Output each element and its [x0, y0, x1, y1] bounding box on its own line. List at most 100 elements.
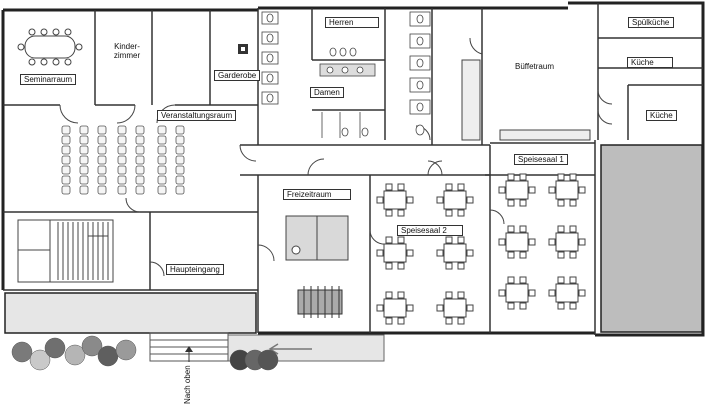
chair: [61, 175, 71, 185]
dining-chair: [457, 236, 465, 244]
chair: [97, 165, 107, 175]
chair: [135, 185, 145, 195]
dining-chair: [385, 317, 393, 325]
plant: [11, 341, 33, 363]
chair: [97, 185, 107, 195]
dining-table: [555, 180, 579, 200]
dining-table: [505, 180, 529, 200]
table-tennis: [285, 215, 349, 261]
label-bueffetraum: Büffetraum: [515, 62, 554, 71]
dining-chair: [569, 302, 577, 310]
label-nach-oben: Nach oben: [183, 365, 192, 404]
dining-chair: [436, 249, 444, 257]
dining-chair: [457, 317, 465, 325]
chair: [79, 175, 89, 185]
chair: [157, 145, 167, 155]
chair: [117, 135, 127, 145]
chair: [97, 175, 107, 185]
dining-chair: [376, 196, 384, 204]
chair: [135, 175, 145, 185]
label-kinderzimmer-line1: Kinder-: [114, 42, 140, 51]
label-herren: Herren: [325, 17, 379, 28]
chair: [117, 145, 127, 155]
label-haupteingang: Haupteingang: [166, 264, 224, 275]
chair: [61, 125, 71, 135]
doors: [59, 37, 613, 277]
chair: [97, 155, 107, 165]
chair: [135, 145, 145, 155]
chair: [97, 145, 107, 155]
dining-chair: [569, 173, 577, 181]
dining-chair: [406, 249, 414, 257]
dining-chair: [466, 196, 474, 204]
dining-table: [443, 243, 467, 263]
dining-chair: [569, 199, 577, 207]
dining-chair: [507, 251, 515, 259]
dining-chair: [569, 276, 577, 284]
label-freizeitraum: Freizeitraum: [283, 189, 351, 200]
dining-chair: [397, 236, 405, 244]
garderobe-icon-inner: [241, 47, 245, 51]
dining-chair: [445, 262, 453, 270]
interior-walls: [3, 3, 703, 335]
plant: [97, 345, 119, 367]
chair: [61, 145, 71, 155]
dining-chair: [528, 186, 536, 194]
chair: [157, 165, 167, 175]
dining-table: [383, 190, 407, 210]
dining-chair: [557, 251, 565, 259]
dining-chair: [557, 199, 565, 207]
chair: [157, 175, 167, 185]
chair: [157, 135, 167, 145]
dining-chair: [528, 238, 536, 246]
dining-chair: [507, 225, 515, 233]
chair: [79, 125, 89, 135]
dining-table: [555, 283, 579, 303]
dining-chair: [466, 304, 474, 312]
dining-chair: [466, 249, 474, 257]
dining-tables: [376, 173, 586, 325]
label-spuelkueche: Spülküche: [628, 17, 674, 28]
dining-chair: [406, 304, 414, 312]
dining-chair: [385, 209, 393, 217]
chair: [117, 175, 127, 185]
chair: [117, 165, 127, 175]
toilets: [261, 11, 431, 138]
chair: [79, 135, 89, 145]
chair: [61, 185, 71, 195]
dining-chair: [445, 183, 453, 191]
dining-chair: [548, 238, 556, 246]
chair: [135, 125, 145, 135]
dining-table: [383, 298, 407, 318]
dining-chair: [457, 262, 465, 270]
dining-chair: [578, 238, 586, 246]
dining-chair: [406, 196, 414, 204]
dining-chair: [569, 251, 577, 259]
outer-walls: [1, 1, 705, 337]
chair: [175, 165, 185, 175]
dining-chair: [445, 291, 453, 299]
dining-chair: [385, 262, 393, 270]
dining-chair: [557, 302, 565, 310]
dining-chair: [385, 236, 393, 244]
dining-chair: [519, 276, 527, 284]
chair: [175, 145, 185, 155]
dining-chair: [557, 173, 565, 181]
dining-chair: [397, 291, 405, 299]
label-kueche-2: Küche: [646, 110, 677, 121]
chair: [79, 155, 89, 165]
dining-chair: [436, 196, 444, 204]
label-speisesaal-1: Speisesaal 1: [514, 154, 568, 165]
dining-table: [383, 243, 407, 263]
dining-chair: [397, 317, 405, 325]
dining-table: [443, 190, 467, 210]
dining-chair: [445, 236, 453, 244]
dining-chair: [519, 199, 527, 207]
label-kinderzimmer-line2: zimmer: [113, 51, 141, 60]
chair: [175, 135, 185, 145]
chair: [135, 165, 145, 175]
chair: [97, 135, 107, 145]
plant: [29, 349, 51, 371]
chair: [175, 175, 185, 185]
plant: [115, 339, 137, 361]
